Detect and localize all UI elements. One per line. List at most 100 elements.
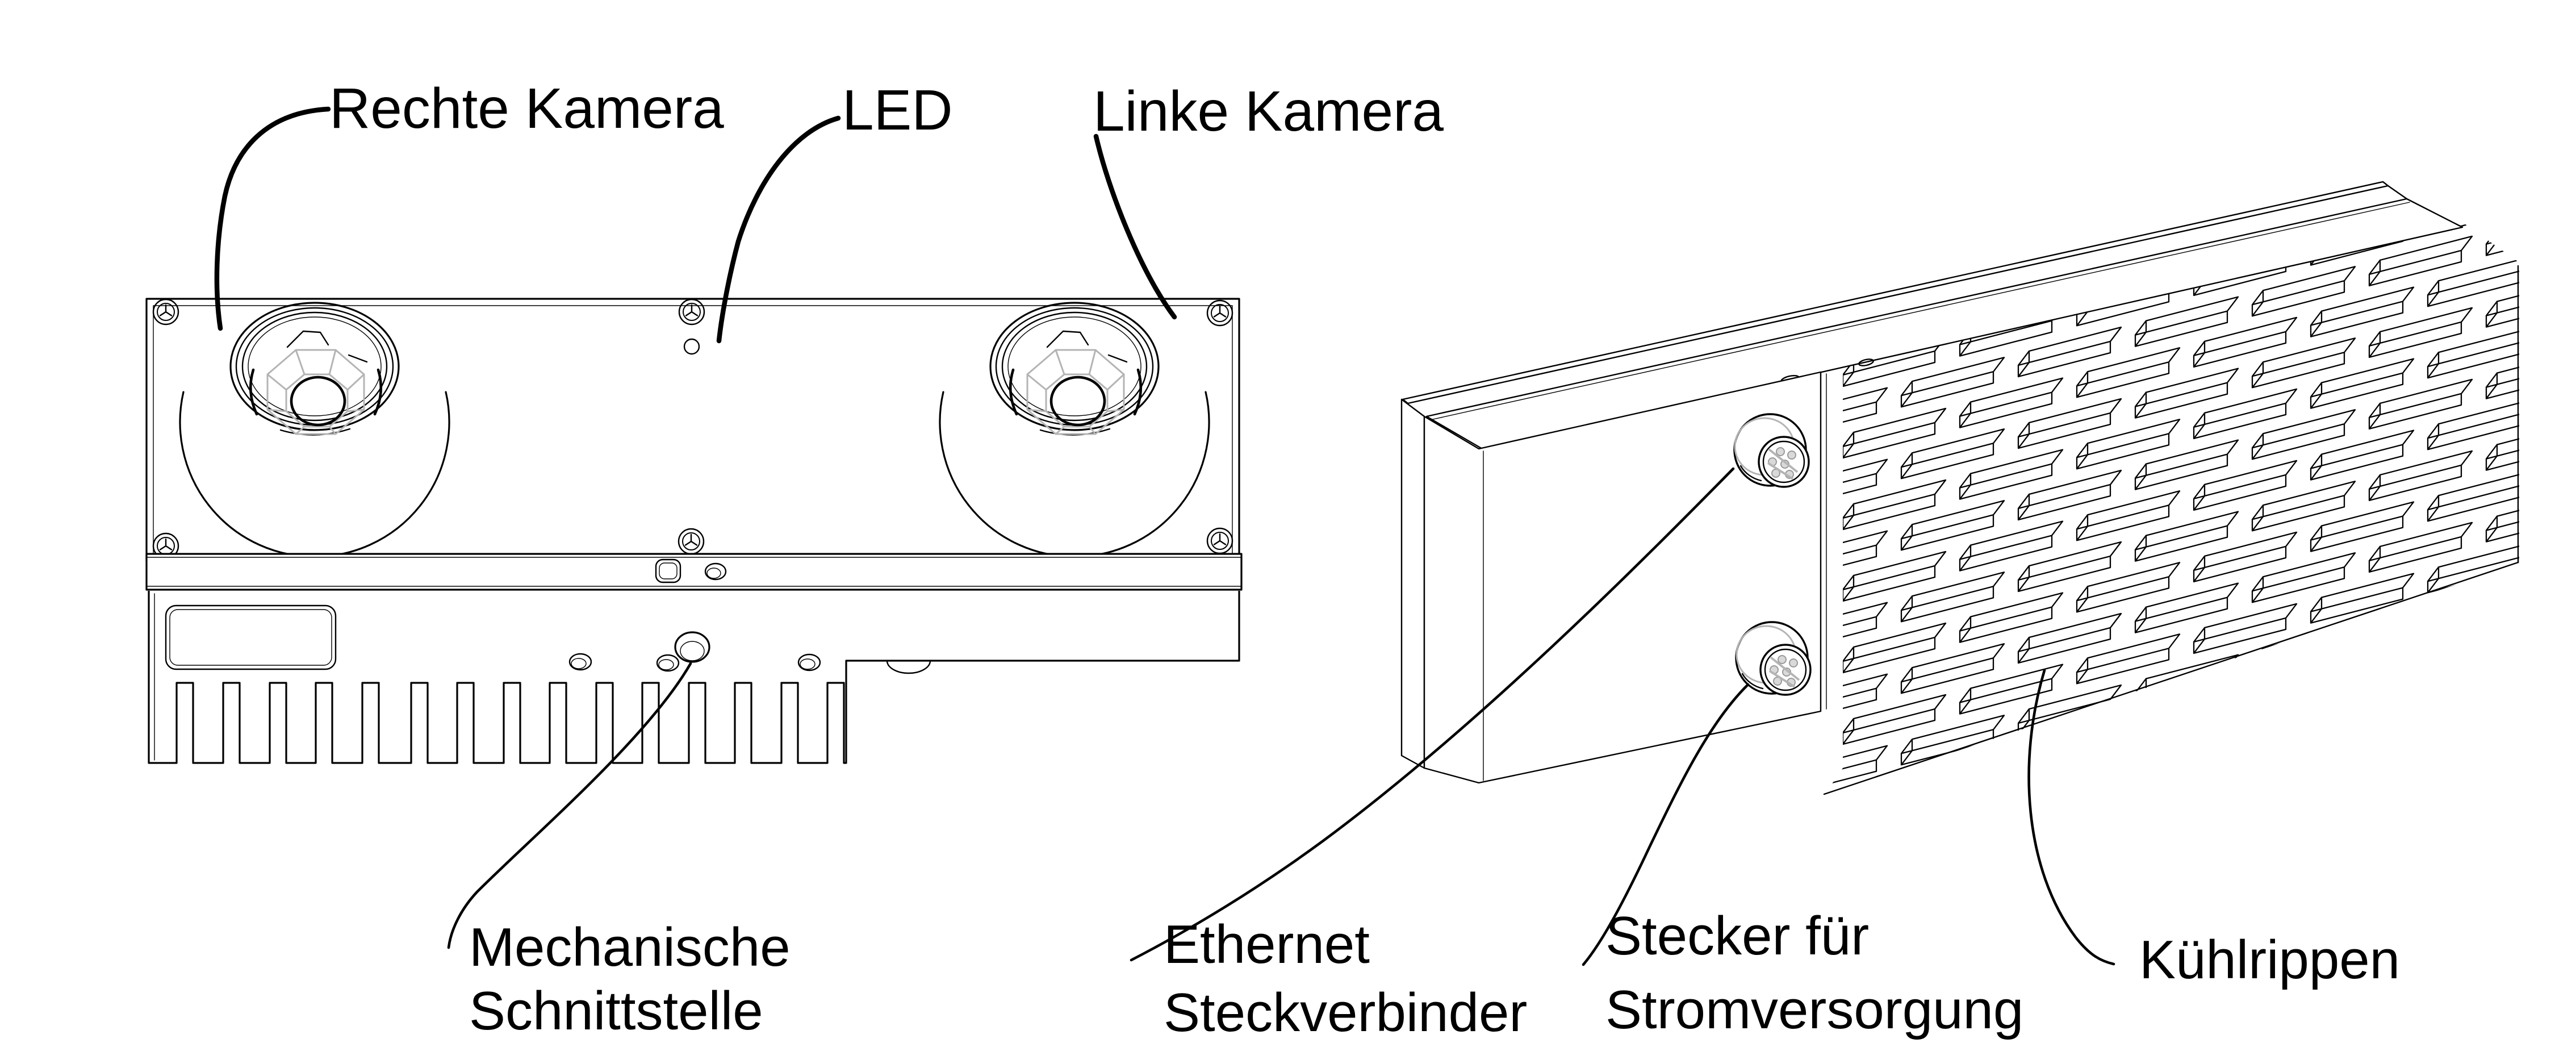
leader-cooling-fins: [2027, 669, 2115, 966]
heatsink-pin: [2134, 439, 2239, 490]
heatsink-pin: [2427, 543, 2519, 594]
heatsink-pin: [2251, 481, 2356, 532]
heatsink-pin: [2017, 326, 2122, 378]
screw-top-left: [152, 298, 179, 326]
heatsink-pin: [2193, 316, 2298, 368]
heatsink-pin: [2310, 286, 2415, 337]
label-mechanical-interface-2: Schnittstelle: [469, 981, 763, 1041]
mechanical-interface-main-hole: [674, 631, 710, 663]
heatsink-pin: [2076, 347, 2181, 398]
heatsink-pin: [2368, 307, 2473, 358]
heatsink-pin: [1900, 572, 2005, 623]
heatsink-pin: [2485, 277, 2519, 328]
leader-mechanical-interface: [447, 662, 692, 949]
plate-left-face: [1400, 398, 1425, 769]
heatsink-pin: [2368, 378, 2473, 430]
heatsink-pin: [1842, 407, 1947, 459]
band-hole-inner: [706, 568, 721, 579]
band-hole: [704, 562, 727, 581]
heatsink-pin: [1842, 550, 1947, 602]
heatsink-pin: [2251, 337, 2356, 389]
heatsink-pin: [1842, 694, 1947, 745]
heatsink-pin: [2427, 328, 2519, 379]
led-indicator: [683, 338, 700, 355]
leader-lines: [214, 106, 2115, 966]
heatsink-pin: [2310, 358, 2415, 409]
label-mechanical-interface-1: Mechanische: [469, 917, 791, 978]
heatsink-pin: [2310, 501, 2415, 552]
heatsink-pin: [2193, 603, 2298, 654]
leader-right-camera: [214, 106, 331, 331]
heatsink-pin: [2485, 491, 2519, 543]
heatsink-pin: [2134, 511, 2239, 562]
heatsink-pin: [2017, 612, 2122, 664]
heatsink-pin: [2017, 541, 2122, 593]
label-power-1: Stecker für: [1605, 906, 1869, 966]
heatsink-pin: [2017, 398, 2122, 449]
heatsink-pin: [1900, 643, 2005, 694]
mounting-band: [145, 553, 1243, 591]
type-label-plate: [165, 604, 337, 670]
heatsink-pin: [2193, 460, 2298, 511]
band-slot-inner: [659, 562, 678, 579]
heatsink-pin: [2368, 235, 2473, 287]
body-top-face: [1425, 198, 2464, 450]
leader-power: [1582, 683, 1750, 966]
heatsink-pin: [2193, 388, 2298, 440]
bottom-edge-notch: [886, 660, 931, 674]
heatsink-pin: [2310, 429, 2415, 481]
top-face-hole: [1858, 358, 1874, 366]
heatsink-pin: [2251, 552, 2356, 603]
mechanical-interface-main-hole-inner: [680, 641, 705, 661]
type-label-plate-inner: [169, 609, 332, 666]
band-slot: [655, 558, 681, 583]
label-ethernet-2: Steckverbinder: [1164, 982, 1527, 1043]
lower-block-heatsink: [148, 591, 1240, 764]
heatsink-pin: [2310, 573, 2415, 624]
leader-led: [716, 115, 841, 344]
heatsink-pin: [2076, 562, 2181, 613]
heatsink-pin: [2368, 450, 2473, 502]
label-power-2: Stromversorgung: [1605, 979, 2023, 1040]
heatsink-pin: [2134, 582, 2239, 633]
screw-bottom-center: [678, 528, 705, 555]
screw-bottom-right: [1206, 527, 1233, 554]
heatsink-pin: [2076, 419, 2181, 470]
heatsink-pin: [1959, 664, 2064, 715]
label-ethernet-1: Ethernet: [1164, 914, 1370, 975]
mechanical-interface-holes: [568, 631, 821, 672]
heatsink-bottom-edge: [1823, 561, 2519, 795]
label-led: LED: [842, 78, 953, 142]
heatsink-pin: [2251, 409, 2356, 460]
label-right-camera: Rechte Kamera: [329, 77, 724, 140]
heatsink-pin: [2368, 522, 2473, 573]
heatsink-pin: [1842, 479, 1947, 531]
heatsink-pin: [1900, 500, 2005, 551]
heatsink-pin: [1842, 622, 1947, 674]
label-cooling-fins: Kühlrippen: [2139, 929, 2400, 990]
heatsink-pin: [1900, 357, 2005, 408]
heatsink-pin: [2427, 256, 2519, 307]
heatsink-pin: [2134, 296, 2239, 347]
heatsink-pin: [1959, 377, 2064, 428]
leader-ethernet: [1130, 467, 1735, 962]
heatsink-pin: [2485, 348, 2519, 399]
heatsink-pin: [2427, 471, 2519, 522]
labels: Rechte Kamera LED Linke Kamera Mechanisc…: [329, 77, 2400, 1043]
leader-left-camera: [1093, 134, 1177, 320]
heatsink-pin: [2427, 399, 2519, 450]
heatsink-pin: [2076, 633, 2181, 685]
label-left-camera: Linke Kamera: [1093, 80, 1444, 143]
heatsink-pin: [2485, 420, 2519, 471]
heatsink-pin: [2076, 490, 2181, 541]
screw-top-right: [1206, 299, 1233, 327]
heatsink-pin: [2193, 531, 2298, 583]
heatsink-pin: [1900, 428, 2005, 479]
heatsink-pin: [1959, 449, 2064, 500]
heatsink-pin: [1959, 592, 2064, 643]
screw-top-center: [678, 298, 705, 326]
heatsink-pin: [2017, 469, 2122, 521]
heatsink-pin: [2134, 368, 2239, 419]
